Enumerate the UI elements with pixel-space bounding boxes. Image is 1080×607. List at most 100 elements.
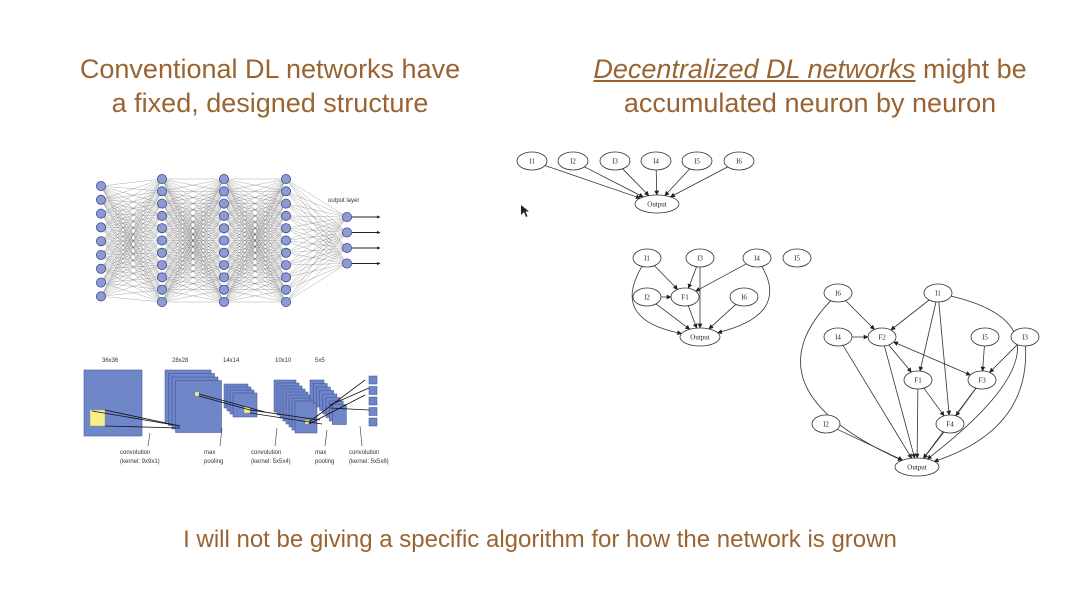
mlp-connection <box>100 178 163 297</box>
cnn-op-5-line1: convolution <box>349 450 379 456</box>
mlp-connection <box>100 264 163 269</box>
left-title-line2: a fixed, designed structure <box>111 88 429 118</box>
mlp-neuron <box>156 296 167 307</box>
graph-node-label: F1 <box>914 376 922 384</box>
mlp-connection <box>100 203 163 269</box>
mlp-connection <box>285 228 348 264</box>
mlp-connection <box>100 203 163 242</box>
cnn-output-unit <box>368 407 378 416</box>
mlp-connection <box>100 203 163 297</box>
graph-node-output <box>679 327 721 347</box>
mlp-connection <box>100 215 163 269</box>
mlp-connection <box>285 178 348 264</box>
graph-node-label: I4 <box>653 157 659 165</box>
mlp-neuron <box>218 235 229 246</box>
graph-node-label: I2 <box>823 420 829 428</box>
mlp-neuron <box>341 258 352 269</box>
mlp-neuron <box>96 222 107 233</box>
cnn-projection-line <box>249 412 323 425</box>
graph-node-label: F2 <box>878 333 886 341</box>
mlp-neuron <box>156 186 167 197</box>
cnn-projection-line <box>104 409 181 427</box>
mlp-connection <box>100 199 163 253</box>
mlp-neuron <box>280 210 291 221</box>
mlp-connection <box>285 216 348 303</box>
mlp-connection <box>100 240 163 269</box>
graph-node-output <box>894 457 940 477</box>
graph-edge <box>717 266 771 335</box>
mlp-connection <box>100 227 163 290</box>
mlp-connection <box>161 178 225 241</box>
mlp-connection <box>100 178 163 269</box>
graph-edge <box>923 431 945 459</box>
mlp-connection <box>100 282 163 290</box>
cnn-projection-line <box>308 394 366 425</box>
mlp-connection <box>161 178 225 290</box>
mlp-connection <box>100 191 163 256</box>
graph-edge <box>664 168 690 196</box>
mlp-connection <box>100 213 163 290</box>
mlp-connection <box>285 263 348 290</box>
mlp-connection <box>223 178 287 253</box>
mlp-diagram: output layer <box>96 173 381 307</box>
mlp-connection <box>285 263 348 266</box>
mlp-connection <box>100 227 163 278</box>
mlp-connection <box>100 199 163 229</box>
right-title-rest: might be <box>915 54 1027 84</box>
graph-edge <box>631 266 683 336</box>
graph-stage-2-edges <box>631 263 771 336</box>
graph-edge <box>687 266 697 289</box>
mlp-connection <box>100 268 163 290</box>
graph-node-output <box>634 194 680 214</box>
mlp-connection <box>223 178 287 303</box>
mlp-neuron <box>96 263 107 274</box>
graph-node-label: Output <box>690 333 710 341</box>
mlp-neuron <box>96 236 107 247</box>
mlp-neuron <box>96 249 107 260</box>
mlp-connection <box>100 215 163 242</box>
mlp-connection <box>223 178 287 204</box>
mlp-connection <box>100 191 163 228</box>
mlp-connection <box>100 228 163 269</box>
mlp-connection <box>161 178 225 266</box>
cnn-op-1-line2: (kernel: 9x9x1) <box>120 459 160 465</box>
mlp-connection <box>223 203 287 303</box>
graph-node-i2 <box>811 414 841 434</box>
cnn-output-unit <box>368 417 378 427</box>
mlp-connection <box>285 216 348 278</box>
mlp-connection <box>285 232 348 290</box>
graph-node-label: F1 <box>681 293 689 301</box>
mlp-connection <box>223 215 287 303</box>
graph-node-i3 <box>685 248 715 268</box>
right-title-line2: accumulated neuron by neuron <box>623 88 997 118</box>
cnn-size-1: 36x36 <box>102 358 119 364</box>
graph-node-i2 <box>632 287 662 307</box>
graph-edge <box>842 345 913 459</box>
mlp-connection <box>100 191 163 242</box>
mlp-connection <box>285 263 348 278</box>
mlp-connection <box>100 185 163 253</box>
graph-node-label: I2 <box>644 293 650 301</box>
mlp-connection <box>100 227 163 303</box>
mlp-neuron <box>96 277 107 288</box>
mlp-neuron <box>96 291 107 302</box>
graph-node-f3 <box>967 370 997 390</box>
mlp-connection <box>100 227 163 266</box>
cnn-projection-line <box>308 379 366 423</box>
graph-node-label: I1 <box>529 157 535 165</box>
cnn-projection-line <box>198 395 251 411</box>
mlp-connection <box>285 240 348 264</box>
mlp-connection <box>100 185 163 241</box>
graph-node-label: I5 <box>794 254 800 262</box>
cnn-op-4: max pooling <box>315 429 334 465</box>
graph-node-i1 <box>516 151 548 171</box>
cnn-projection-line <box>104 425 181 429</box>
mlp-connection <box>100 227 163 253</box>
mlp-connection <box>285 216 348 241</box>
mlp-neuron <box>156 247 167 258</box>
graph-node-i4 <box>640 151 672 171</box>
graph-edge <box>584 166 644 198</box>
